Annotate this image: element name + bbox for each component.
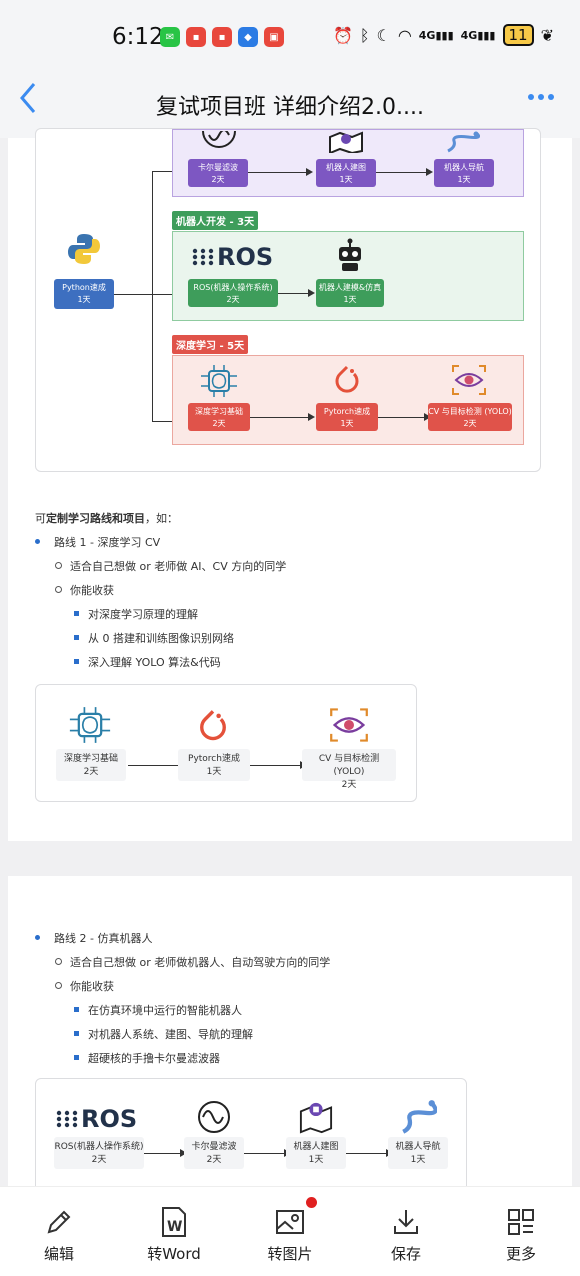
status-bar: 6:12 ✉ ▪ ▪ ◆ ▣ ⏰ ᛒ ☾ ◠ 4G▮▮▮ 4G▮▮▮ 11 ❦ [0,0,580,72]
word-doc-icon: W [162,1207,186,1237]
cloud-app-icon: ◆ [238,27,258,47]
bottom-toolbar: 编辑 W 转Word 转图片 保存 更多 [0,1186,580,1276]
signal-icon: 4G▮▮▮ [418,28,454,42]
custom-route-intro: 可定制学习路线和项目，如： [35,512,178,525]
nav-bar: 复试项目班 详细介绍2.0.... [0,72,580,138]
waveform-icon [196,1099,232,1135]
edit-button[interactable]: 编辑 [14,1205,104,1264]
chevron-left-icon [20,83,36,113]
ellipsis-icon [528,94,554,100]
waveform-icon [201,131,237,151]
route1-gain-item: 对深度学习原理的理解 [74,608,198,621]
eye-detection-icon [328,705,370,745]
more-options-button[interactable] [526,82,556,119]
group-tag-deep-learning: 深度学习 - 5天 [172,335,249,354]
brain-chip-icon [198,363,240,399]
pytorch-icon [332,363,362,397]
page-title: 复试项目班 详细介绍2.0.... [156,95,424,120]
robot-icon [334,237,366,273]
yolo-node: CV 与目标检测 (YOLO)2天 [302,749,396,790]
route1-gain-item: 深入理解 YOLO 算法&代码 [74,656,221,669]
robot-map-icon [298,1099,334,1135]
route1-gain-item: 从 0 搭建和训练图像识别网络 [74,632,234,645]
back-button[interactable] [18,78,38,126]
more-button[interactable]: 更多 [476,1205,566,1264]
status-time: 6:12 [112,24,164,50]
battery-icon: 11 [502,24,534,46]
ros-logo: ROS [192,243,273,271]
wifi-icon: ◠ [397,25,412,45]
route1-audience: 适合自己想做 or 老师做 AI、CV 方向的同学 [54,560,287,573]
convert-word-button[interactable]: W 转Word [129,1205,219,1264]
brain-chip-icon [66,705,114,745]
route1-title: 路线 1 - 深度学习 CV [34,536,161,549]
python-icon [66,231,102,267]
ros-dots-icon [56,1110,78,1128]
robot-map-icon [328,131,364,153]
wechat-icon: ✉ [160,27,180,47]
route1-gain-label: 你能收获 [55,584,114,597]
huawei-app-icon: ▪ [212,27,232,47]
notification-icons: ✉ ▪ ▪ ◆ ▣ [160,27,284,47]
system-icons: ⏰ ᛒ ☾ ◠ 4G▮▮▮ 4G▮▮▮ 11 ❦ [333,24,554,46]
bluetooth-icon: ᛒ [359,25,370,45]
ros-node: ROS(机器人操作系统)2天 [188,279,278,307]
huawei-app-icon: ▪ [186,27,206,47]
svg-text:W: W [167,1219,182,1235]
signal-icon: 4G▮▮▮ [460,28,496,42]
group-tag-robot-dev: 机器人开发 - 3天 [172,211,259,230]
navigation-path-icon [398,1097,438,1137]
download-icon [394,1210,418,1234]
ros-dots-icon [192,248,214,266]
ros-logo: ROS [56,1105,137,1133]
route2-gain-item: 对机器人系统、建图、导航的理解 [74,1028,253,1041]
convert-image-button[interactable]: 转图片 [245,1205,335,1264]
ros-node: ROS(机器人操作系统)2天 [54,1137,144,1169]
route2-audience: 适合自己想做 or 老师做机器人、自动驾驶方向的同学 [54,956,331,969]
route2-gain-item: 超硬核的手撸卡尔曼滤波器 [74,1052,220,1065]
document-page: 路线 2 - 仿真机器人 适合自己想做 or 老师做机器人、自动驾驶方向的同学 … [8,876,572,1198]
pytorch-icon [196,707,230,745]
route2-gain-label: 你能收获 [55,980,114,993]
yolo-node: CV 与目标检测 (YOLO)2天 [428,403,512,431]
route2-title: 路线 2 - 仿真机器人 [34,932,153,945]
grid-icon [508,1209,534,1235]
leaf-icon: ❦ [540,25,554,45]
moon-icon: ☾ [376,25,391,45]
save-button[interactable]: 保存 [361,1205,451,1264]
mail-app-icon: ▣ [264,27,284,47]
image-icon [276,1210,304,1234]
eye-detection-icon [450,363,488,397]
pencil-icon [47,1210,71,1234]
route2-gain-item: 在仿真环境中运行的智能机器人 [74,1004,242,1017]
alarm-icon: ⏰ [332,25,353,45]
notification-dot [306,1197,317,1208]
navigation-path-icon [444,131,480,153]
